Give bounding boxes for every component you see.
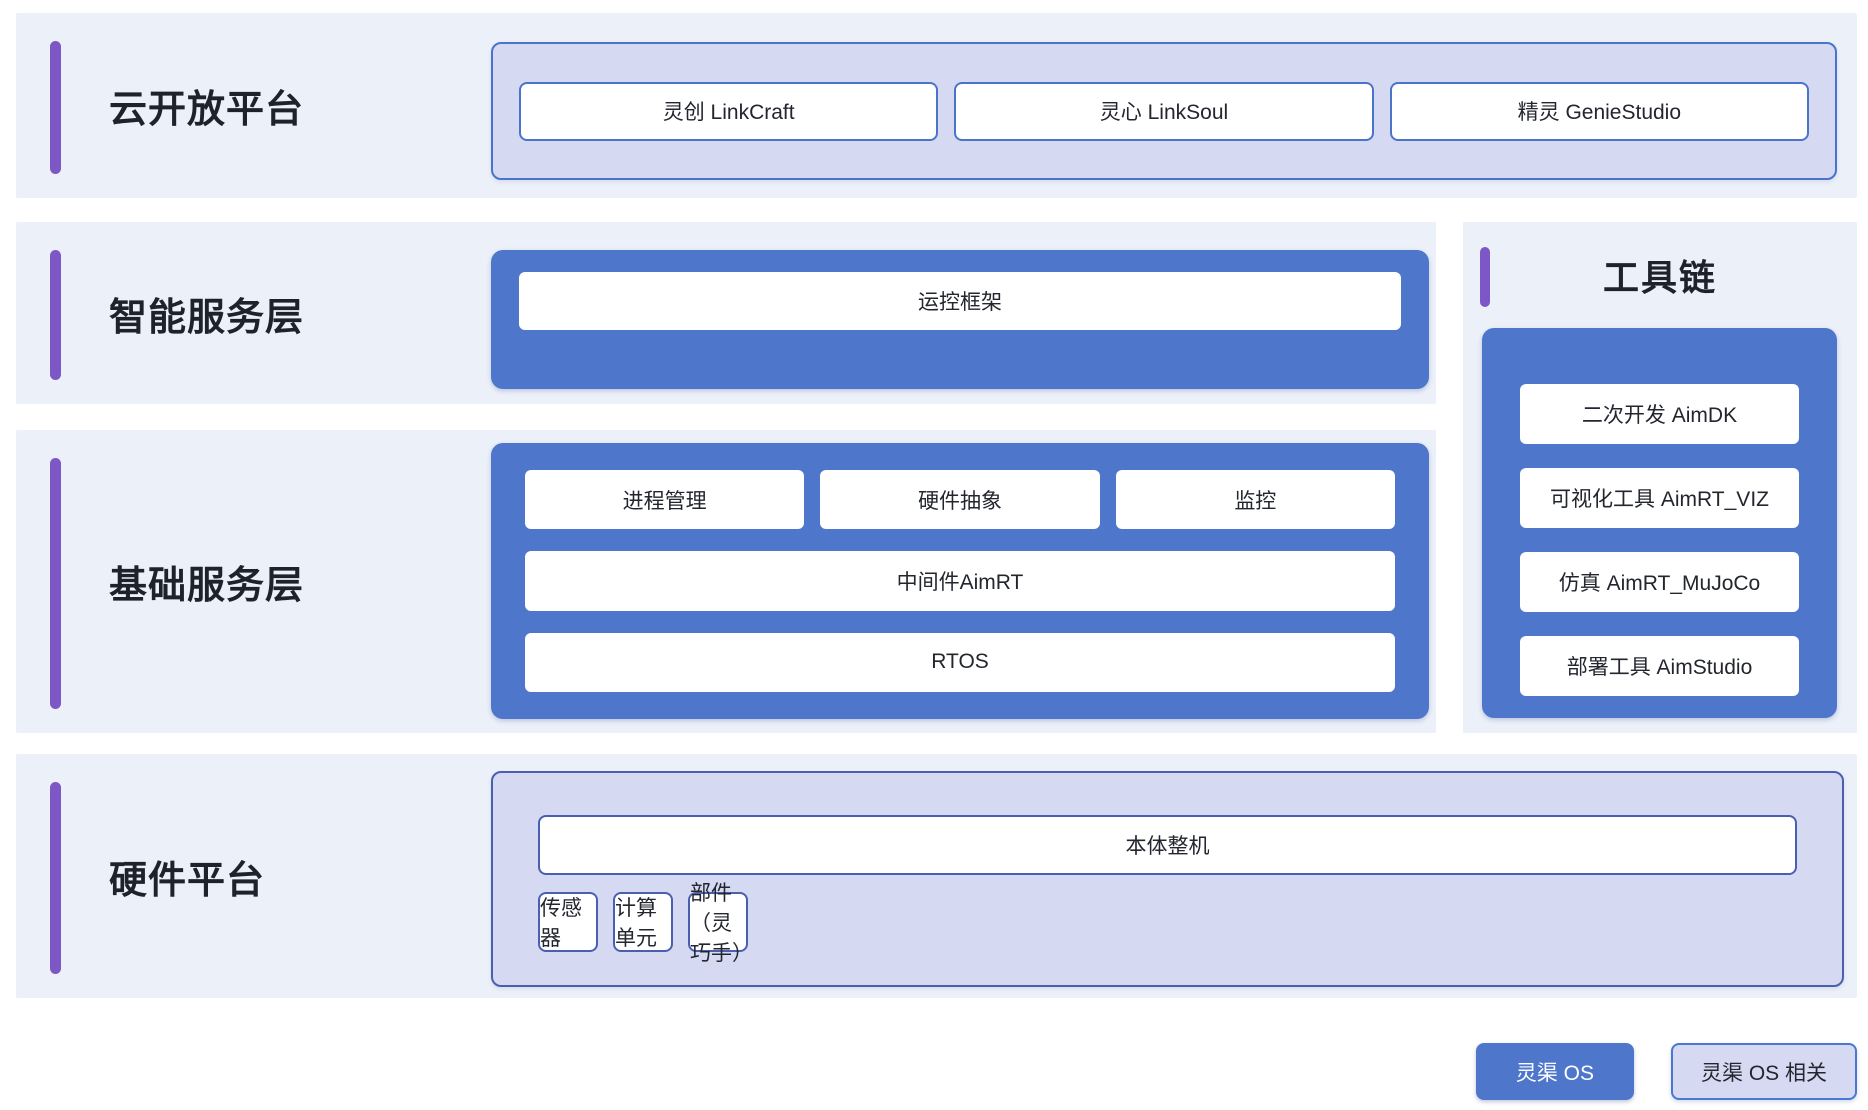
node-compute-unit: 计算单元 <box>613 892 673 952</box>
accent-bar <box>1480 247 1490 307</box>
section-toolchain: 工具链 二次开发 AimDK 可视化工具 AimRT_VIZ 仿真 AimRT_… <box>1463 222 1857 733</box>
node-aimrt-mujoco: 仿真 AimRT_MuJoCo <box>1520 552 1799 612</box>
section-title-intelligent: 智能服务层 <box>109 296 305 339</box>
node-linksoul: 灵心 LinkSoul <box>954 81 1374 141</box>
foundation-middle-row: 中间件AimRT <box>525 551 1395 611</box>
cloud-container: 灵创 LinkCraft 灵心 LinkSoul 精灵 GenieStudio <box>491 42 1837 180</box>
legend-lingqu-os: 灵渠 OS <box>1475 1043 1634 1100</box>
foundation-title-block: 基础服务层 <box>16 430 491 733</box>
legend-lingqu-os-related: 灵渠 OS 相关 <box>1670 1043 1857 1100</box>
toolchain-container: 二次开发 AimDK 可视化工具 AimRT_VIZ 仿真 AimRT_MuJo… <box>1482 328 1837 718</box>
spacer <box>16 733 1857 754</box>
section-intelligent-service: 智能服务层 运控框架 <box>16 222 1436 404</box>
node-motion-control-framework: 运控框架 <box>519 272 1401 330</box>
accent-bar <box>50 782 61 974</box>
intelligent-container: 运控框架 <box>491 250 1429 389</box>
foundation-bottom-row: RTOS <box>525 632 1395 692</box>
section-title-foundation: 基础服务层 <box>109 565 305 607</box>
node-hardware-abstraction: 硬件抽象 <box>820 470 1100 530</box>
section-cloud-platform: 云开放平台 灵创 LinkCraft 灵心 LinkSoul 精灵 GenieS… <box>16 13 1857 198</box>
hardware-container: 本体整机 传感器 计算单元 部件（灵巧手） <box>491 771 1844 987</box>
node-process-management: 进程管理 <box>525 470 805 530</box>
middle-region: 智能服务层 运控框架 基础服务层 进程管理 硬件抽象 监控 <box>16 222 1857 733</box>
section-title-toolchain: 工具链 <box>1602 257 1717 298</box>
spacer <box>16 198 1857 222</box>
spacer <box>16 404 1436 430</box>
node-aimstudio: 部署工具 AimStudio <box>1520 636 1799 696</box>
node-rtos: RTOS <box>525 632 1395 692</box>
foundation-container: 进程管理 硬件抽象 监控 中间件AimRT RTOS <box>491 443 1429 719</box>
section-foundation-service: 基础服务层 进程管理 硬件抽象 监控 中间件AimRT RTOS <box>16 430 1436 733</box>
hardware-bottom-row: 传感器 计算单元 部件（灵巧手） <box>538 882 1797 965</box>
cloud-title-block: 云开放平台 <box>16 13 491 198</box>
node-monitoring: 监控 <box>1115 470 1395 530</box>
toolchain-column: 工具链 二次开发 AimDK 可视化工具 AimRT_VIZ 仿真 AimRT_… <box>1463 222 1857 733</box>
node-middleware-aimrt: 中间件AimRT <box>525 551 1395 611</box>
accent-bar <box>50 250 61 380</box>
node-parts-dexterous-hand: 部件（灵巧手） <box>688 882 753 965</box>
section-hardware-platform: 硬件平台 本体整机 传感器 计算单元 部件（灵巧手） <box>16 754 1857 998</box>
node-aimdk: 二次开发 AimDK <box>1520 384 1799 444</box>
foundation-top-row: 进程管理 硬件抽象 监控 <box>525 470 1395 530</box>
toolchain-title-block: 工具链 <box>1463 222 1857 328</box>
accent-bar <box>50 41 61 174</box>
hardware-title-block: 硬件平台 <box>16 754 491 998</box>
node-linkcraft: 灵创 LinkCraft <box>519 81 939 141</box>
legend: 灵渠 OS 灵渠 OS 相关 <box>16 1043 1857 1100</box>
node-aimrt-viz: 可视化工具 AimRT_VIZ <box>1520 468 1799 528</box>
node-robot-body: 本体整机 <box>538 815 1797 875</box>
node-geniestudio: 精灵 GenieStudio <box>1389 81 1809 141</box>
service-layers-column: 智能服务层 运控框架 基础服务层 进程管理 硬件抽象 监控 <box>16 222 1436 733</box>
node-sensors: 传感器 <box>538 892 598 952</box>
section-title-hardware: 硬件平台 <box>109 859 266 902</box>
section-title-cloud: 云开放平台 <box>109 89 305 131</box>
intelligent-title-block: 智能服务层 <box>16 222 491 404</box>
accent-bar <box>50 458 61 709</box>
